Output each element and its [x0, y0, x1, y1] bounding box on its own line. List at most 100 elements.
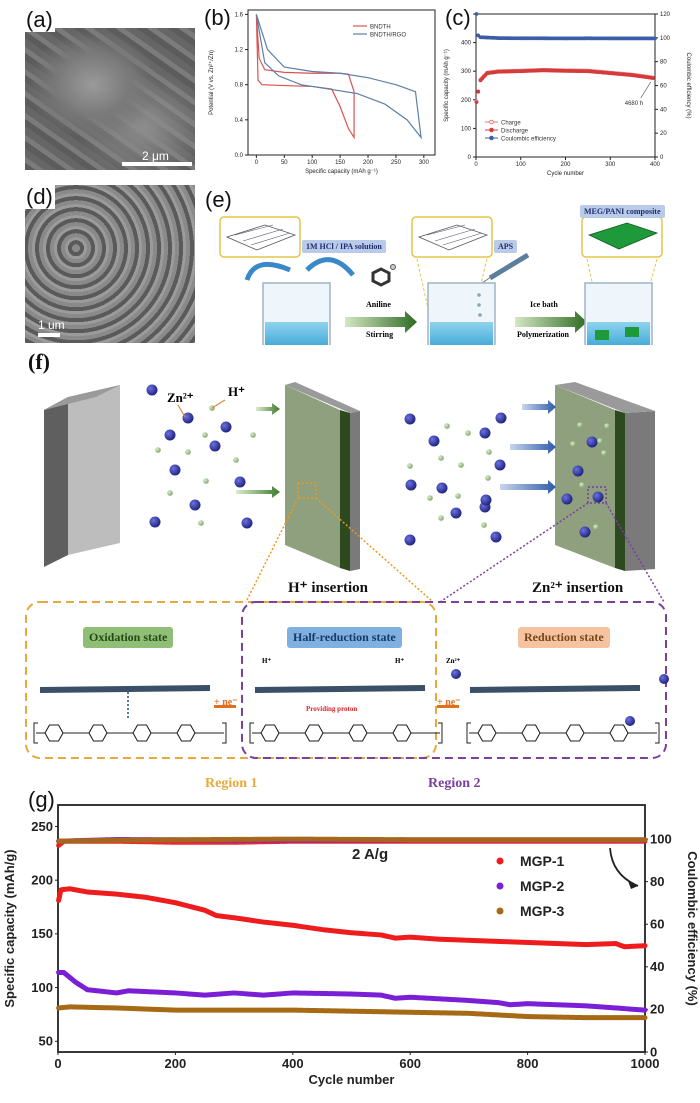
zn-ion — [494, 459, 506, 471]
y-tick-label: 150 — [31, 926, 53, 941]
bracket-right — [222, 722, 227, 744]
zn-ion — [404, 534, 416, 546]
process-arrow-1 — [345, 311, 417, 333]
h-arrow-1 — [256, 403, 280, 415]
legend-label: MGP-3 — [520, 903, 565, 919]
annotation-arrow — [640, 81, 652, 99]
beaker-2 — [427, 282, 496, 345]
zn-arrow-3 — [500, 480, 556, 494]
y-tick-label: 1.2 — [235, 48, 244, 54]
y-right-tick-label: 20 — [650, 1002, 664, 1017]
h-ion — [202, 432, 208, 438]
zn-ion — [241, 517, 253, 529]
x-tick-label: 200 — [165, 1056, 187, 1071]
zn-arrow-2 — [510, 440, 556, 454]
h-ion — [577, 422, 583, 428]
annotation-label: 4680 h — [625, 101, 643, 107]
bracket-right — [655, 722, 660, 744]
polymerization-label: Polymerization — [517, 330, 569, 339]
plot-frame — [57, 804, 646, 1053]
y-axis-title: Specific capacity (mAh g⁻¹) — [444, 49, 450, 122]
legend-label: BNDTH — [370, 25, 391, 31]
chart-c: 0100200300400010020030040050002040608010… — [444, 12, 691, 177]
legend-label: Discharge — [501, 129, 529, 135]
zn-ion — [146, 384, 158, 396]
plus-ne-label-2: + ne⁻ — [437, 697, 461, 708]
benzene-ring — [132, 724, 152, 742]
syringe-icon — [481, 252, 530, 284]
graphene-sheet-oxidation — [39, 685, 211, 718]
y-right-tick-label: 60 — [660, 84, 667, 90]
h-ion — [597, 438, 603, 444]
plus-ne-label-1: + ne⁻ — [214, 697, 238, 708]
half-reduction-state-label: Half-reduction state — [287, 627, 402, 648]
x-tick-label: 200 — [363, 160, 374, 166]
zn-ion — [164, 429, 176, 441]
zn-ion — [592, 491, 604, 503]
series-mgp-3-ce — [56, 836, 648, 844]
graphene-inset-2 — [411, 216, 493, 258]
x-tick-label: 400 — [650, 162, 661, 168]
h-ion — [427, 495, 433, 501]
aps-label: APS — [494, 240, 518, 253]
y-tick-label: 0.4 — [235, 118, 244, 124]
panel-label-b: (b) — [202, 5, 233, 30]
graphene-sheet-reduction — [451, 669, 669, 726]
y-right-tick-label: 20 — [660, 131, 667, 137]
scale-bar-a — [122, 162, 192, 166]
y-tick-label: 50 — [39, 1034, 53, 1049]
sem-image-d — [25, 185, 195, 343]
h-ion-label: H⁺ — [228, 384, 245, 399]
h-ion — [593, 524, 599, 530]
series-line-bndth-rgo — [255, 14, 422, 140]
zn-ion-label: Zn²⁺ — [167, 390, 194, 405]
benzene-ring — [392, 724, 412, 742]
scale-label-d: 1 um — [38, 318, 65, 332]
h-small-label-2: H⁺ — [395, 657, 405, 665]
graphene-inset-1 — [219, 216, 301, 258]
h-arrow-2 — [236, 486, 280, 498]
panel-label-f: (f) — [26, 349, 52, 374]
x-tick-label: 600 — [399, 1056, 421, 1071]
h-ion — [579, 482, 585, 488]
zn-ion — [428, 435, 440, 447]
zn-ion — [495, 412, 507, 424]
right-axis-arrow — [609, 847, 639, 887]
zn-ion — [450, 507, 462, 519]
h-ion — [604, 423, 610, 429]
y-axis-title: Potential (V vs. Zn²⁺/Zn) — [208, 50, 215, 115]
legend-label: MGP-2 — [520, 878, 565, 894]
ion-particles — [146, 384, 610, 546]
x-axis-title: Cycle number — [547, 171, 584, 177]
x-tick-label: 150 — [335, 160, 346, 166]
beaker-1 — [262, 282, 331, 345]
zn-ion — [479, 427, 491, 439]
electron-arrow-2 — [437, 705, 459, 708]
graphene-sheet-half — [254, 685, 426, 693]
y-tick-label: 200 — [461, 98, 472, 104]
bracket-left — [466, 722, 471, 744]
zn-ion — [220, 421, 232, 433]
series-mgp-3 — [56, 1004, 648, 1021]
region-1-label: Region 1 — [205, 776, 258, 791]
x-tick-label: 300 — [419, 160, 430, 166]
zn-ion — [586, 436, 598, 448]
zn-arrow-1 — [522, 400, 556, 414]
scale-bar-d — [38, 333, 60, 337]
rate-annotation: 2 A/g — [352, 846, 388, 863]
x-tick-label: 250 — [391, 160, 402, 166]
legend-marker — [496, 882, 504, 890]
h-insertion-label: H⁺ insertion — [288, 580, 369, 596]
y-tick-label: 0.8 — [235, 83, 244, 89]
benzene-ring — [521, 724, 541, 742]
curved-arrow-left — [244, 261, 291, 281]
y-tick-label: 1.6 — [235, 12, 244, 18]
y-right-tick-label: 0 — [650, 1044, 657, 1059]
bracket-left — [33, 722, 38, 744]
x-tick-label: 200 — [560, 162, 571, 168]
benzene-ring — [260, 724, 280, 742]
h-small-label-1: H⁺ — [262, 657, 272, 665]
y-right-tick-label: 60 — [650, 917, 664, 932]
aniline-label: Aniline — [366, 300, 391, 309]
x-axis-title: Cycle number — [309, 1072, 395, 1087]
